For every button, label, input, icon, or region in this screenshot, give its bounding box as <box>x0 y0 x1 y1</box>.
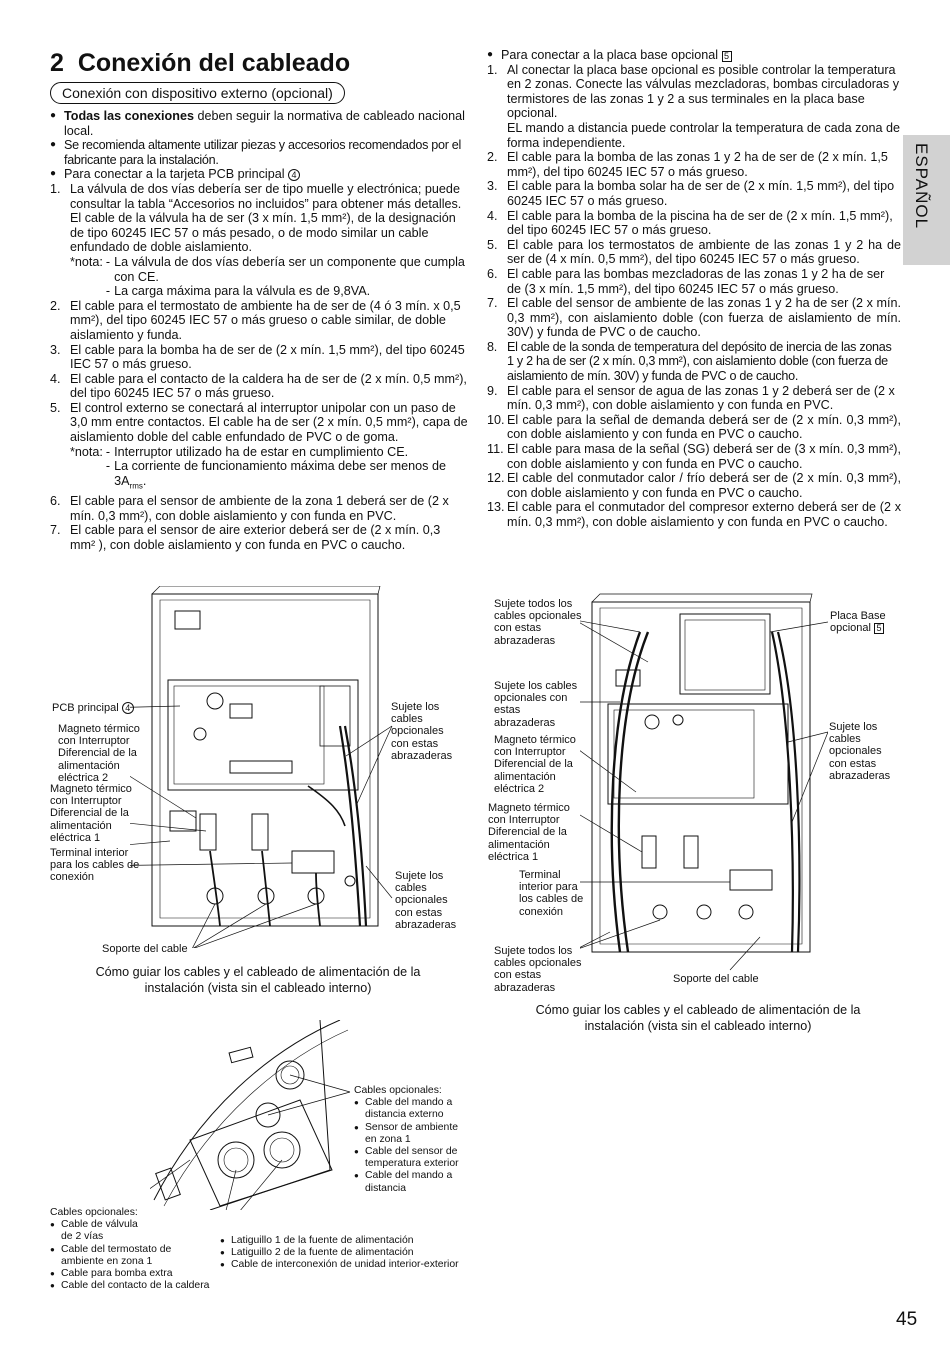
bullet-recommended-parts: Se recomienda altamente utilizar piezas … <box>50 138 468 167</box>
list-item: 8.El cable de la sonda de temperatura de… <box>487 339 892 384</box>
label-terminal: Terminal interior para los cables de con… <box>519 869 584 918</box>
caption-figure-1: Cómo guiar los cables y el cableado de a… <box>95 965 421 995</box>
optional-board-mark: 5 <box>721 51 732 62</box>
note-switch: *nota: -Interruptor utilizado ha de esta… <box>70 444 446 491</box>
list-item: 2.El cable para el termostato de ambient… <box>50 298 461 342</box>
label-terminal: Terminal interior para los cables de con… <box>50 847 140 884</box>
list-item: 13.El cable para el conmutador del compr… <box>487 500 901 529</box>
label-breaker-1: Magneto térmico con Interruptor Diferenc… <box>50 783 132 844</box>
list-item: 7.El cable para el sensor de aire exteri… <box>50 523 441 552</box>
section-subtitle: Conexión con dispositivo externo (opcion… <box>50 82 345 104</box>
label-optional-board: Placa Base opcional 5 <box>830 610 886 635</box>
list-item: 1.La válvula de dos vías debería ser de … <box>50 181 462 255</box>
page-title: 2 Conexión del cableado <box>50 49 351 77</box>
label-cable-support: Soporte del cable <box>673 973 759 985</box>
label-breaker-1: Magneto térmico con Interruptor Diferenc… <box>488 802 570 863</box>
list-item: 1.Al conectar la placa base opcional es … <box>487 62 900 150</box>
label-clamp-right: Sujete los cables opcionales con estas a… <box>829 721 891 782</box>
cable-entry-diagram <box>150 1020 351 1210</box>
list-item: 12.El cable del conmutador calor / frío … <box>487 471 901 500</box>
list-item: 6.El cable para el sensor de ambiente de… <box>50 493 449 523</box>
label-cable-support: Soporte del cable <box>102 943 188 955</box>
list-item: 10.El cable para la señal de demanda deb… <box>487 412 901 442</box>
list-item: 7.El cable del sensor de ambiente de las… <box>487 296 901 340</box>
label-clamp-all-bottom: Sujete todos los cables opcionales con e… <box>494 945 582 994</box>
language-tab: ESPAÑOL <box>903 135 950 265</box>
list-item: 11.El cable para masa de la señal (SG) d… <box>487 442 901 471</box>
label-clamp-mid: Sujete los cables opcionales con estas a… <box>494 680 578 729</box>
label-clamp-all-top: Sujete todos los cables opcionales con e… <box>494 598 582 647</box>
pcb-reference-mark: 4 <box>288 169 301 182</box>
right-column: Para conectar a la placa base opcional 5… <box>487 48 901 530</box>
label-main-pcb: PCB principal 4 <box>52 702 134 714</box>
list-item: 3.El cable para la bomba ha de ser de (2… <box>50 342 465 372</box>
list-item: 3.El cable para la bomba solar ha de ser… <box>487 179 895 208</box>
label-clamp-bottom: Sujete los cables opcionales con estas a… <box>395 870 457 931</box>
bullet-optional-board: Para conectar a la placa base opcional 5 <box>487 48 901 63</box>
note-valve: *nota: -La válvula de dos vías debería s… <box>70 254 465 299</box>
list-item: 4.El cable para el contacto de la calder… <box>50 371 467 401</box>
label-clamp-top: Sujete los cables opcionales con estas a… <box>391 701 453 762</box>
list-item: 5.El control externo se conectará al int… <box>50 400 468 445</box>
caption-figure-2: Cómo guiar los cables y el cableado de a… <box>535 1003 861 1033</box>
list-item: 5.El cable para los termostatos de ambie… <box>487 237 901 267</box>
list-item: 9.El cable para el sensor de agua de las… <box>487 383 895 413</box>
power-cables-list: Latiguillo 1 de la fuente de alimentació… <box>220 1235 470 1272</box>
left-column: 2 Conexión del cableado Conexión con dis… <box>50 48 468 552</box>
bullet-main-pcb: Para conectar a la tarjeta PCB principal… <box>50 167 468 182</box>
list-item: 4.El cable para la bomba de la piscina h… <box>487 208 893 238</box>
list-item: 6.El cable para las bombas mezcladoras d… <box>487 266 885 296</box>
label-breaker-2: Magneto térmico con Interruptor Diferenc… <box>494 734 576 795</box>
page-number: 45 <box>896 1309 918 1330</box>
label-breaker-2: Magneto térmico con Interruptor Diferenc… <box>58 723 140 784</box>
list-item: 2.El cable para la bomba de las zonas 1 … <box>487 150 888 179</box>
optional-cables-left: Cables opcionales: Cable de válvula de 2… <box>50 1207 220 1293</box>
optional-cables-right: Cables opcionales: Cable del mando a dis… <box>354 1085 464 1195</box>
wiring-diagram-1 <box>130 586 393 948</box>
bullet-connections: Todas las conexiones deben seguir la nor… <box>50 109 468 138</box>
wiring-diagram-2 <box>580 593 828 971</box>
